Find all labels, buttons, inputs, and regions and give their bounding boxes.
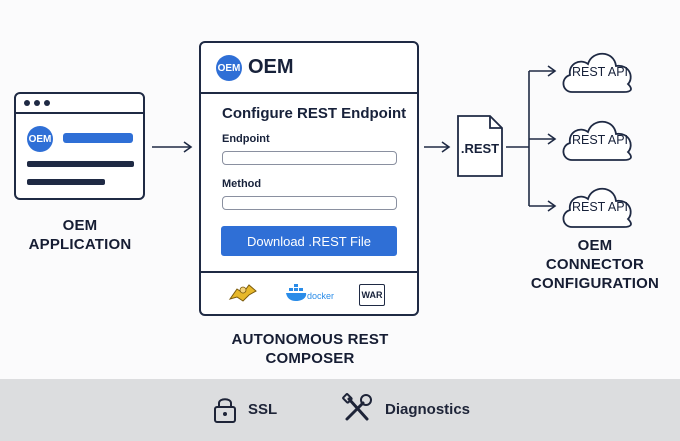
rest-api-label: REST API [571,65,629,79]
caption-line: OEM [577,237,613,254]
cloud-icon [562,187,632,228]
connector-caption: OEM CONNECTOR CONFIGURATION [520,236,670,293]
oem-application-caption: OEM APPLICATION [20,216,140,254]
docker-whale-icon [286,284,307,301]
endpoint-label: Endpoint [222,133,270,145]
diagnostics-item: Diagnostics [341,393,470,425]
diagnostics-label: Diagnostics [385,400,471,418]
placeholder-bar-blue [63,133,133,143]
oem-logo: OEM [216,55,242,81]
cloud-icon [562,120,632,161]
docker-label: docker [307,291,335,301]
caption-line: AUTONOMOUS REST [231,331,389,348]
tools-icon [342,393,372,421]
ssl-label: SSL [248,400,278,418]
placeholder-line [27,161,134,167]
caption-line: APPLICATION [28,236,132,253]
lock-icon [214,398,236,423]
arrow-right-icon [424,141,451,153]
window-titlebar-divider [16,112,143,114]
ssl-item: SSL [212,394,277,424]
method-label: Method [222,178,262,190]
autonomous-rest-composer-panel: OEM OEM Configure REST Endpoint Endpoint… [199,41,419,316]
rest-api-label: REST API [571,200,629,214]
download-rest-file-button[interactable]: Download .REST File [221,226,397,256]
caption-line: COMPOSER [265,350,355,367]
rest-api-label: REST API [571,133,629,147]
window-dot [34,100,40,106]
window-dot [44,100,50,106]
arrow-right-icon [152,141,193,153]
jenkins-icon [228,284,257,302]
rest-file-label: .REST [460,141,500,156]
cloud-icon [562,52,632,93]
footer-divider [201,271,417,273]
placeholder-line [27,179,105,185]
footer-bar: SSL Diagnostics [0,379,680,441]
method-field[interactable] [222,196,397,210]
oem-logo: OEM [27,126,53,152]
caption-line: OEM [62,217,98,234]
endpoint-field[interactable] [222,151,397,165]
form-title: Configure REST Endpoint [222,105,407,122]
header-divider [201,92,417,94]
caption-line: CONFIGURATION [530,275,660,292]
branch-connector [506,65,557,212]
war-badge: WAR [359,284,385,306]
oem-application-window: OEM [14,92,145,200]
composer-header-title: OEM [248,56,294,78]
composer-caption: AUTONOMOUS REST COMPOSER [195,330,425,368]
rest-file-icon [457,115,503,177]
caption-line: CONNECTOR [545,256,645,273]
window-dot [24,100,30,106]
